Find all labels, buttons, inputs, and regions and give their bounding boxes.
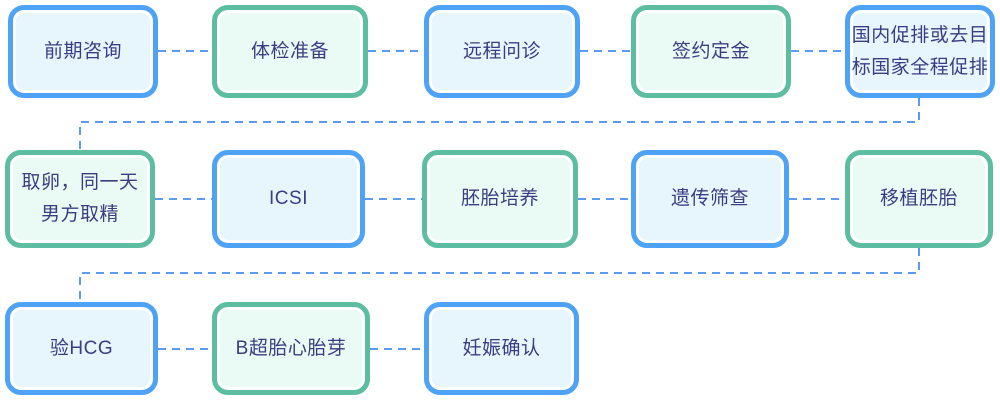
flow-step-label: 体检准备 bbox=[250, 40, 329, 62]
flow-step-label: B超胎心胎芽 bbox=[235, 337, 347, 359]
flow-step-ultrasound-heartbeat: B超胎心胎芽 bbox=[212, 302, 370, 395]
flow-step-egg-sperm-retrieval: 取卵，同一天 男方取精 bbox=[5, 150, 155, 248]
flow-step-stimulation: 国内促排或去目 标国家全程促排 bbox=[845, 5, 995, 98]
flow-step-label: 国内促排或去目 标国家全程促排 bbox=[851, 24, 989, 78]
flow-step-sign-deposit: 签约定金 bbox=[631, 5, 791, 98]
flow-step-label: 取卵，同一天 男方取精 bbox=[21, 172, 139, 225]
flow-step-pregnancy-confirmed: 妊娠确认 bbox=[424, 302, 579, 395]
flow-step-label: 妊娠确认 bbox=[462, 337, 541, 359]
connector-elbow-row1-row2 bbox=[79, 98, 920, 150]
flow-step-label: 远程问诊 bbox=[462, 40, 541, 62]
flow-step-icsi: ICSI bbox=[212, 150, 365, 248]
flow-step-label: 验HCG bbox=[49, 337, 114, 359]
flow-step-label: ICSI bbox=[269, 188, 308, 209]
flow-step-genetic-screening: 遗传筛查 bbox=[631, 150, 789, 248]
connector-elbow-row2-row3 bbox=[79, 248, 920, 302]
flow-step-label: 遗传筛查 bbox=[670, 188, 749, 209]
flow-step-label: 前期咨询 bbox=[43, 40, 122, 62]
flow-step-pre-consultation: 前期咨询 bbox=[8, 5, 158, 98]
flow-step-remote-consult: 远程问诊 bbox=[424, 5, 580, 98]
flow-step-medical-exam-prep: 体检准备 bbox=[212, 5, 368, 98]
flow-step-embryo-culture: 胚胎培养 bbox=[422, 150, 578, 248]
flow-step-embryo-transfer: 移植胚胎 bbox=[845, 150, 993, 248]
flow-step-label: 移植胚胎 bbox=[879, 188, 958, 209]
flow-step-hcg-test: 验HCG bbox=[5, 302, 158, 395]
flow-step-label: 签约定金 bbox=[671, 40, 750, 62]
flow-step-label: 胚胎培养 bbox=[460, 188, 539, 209]
